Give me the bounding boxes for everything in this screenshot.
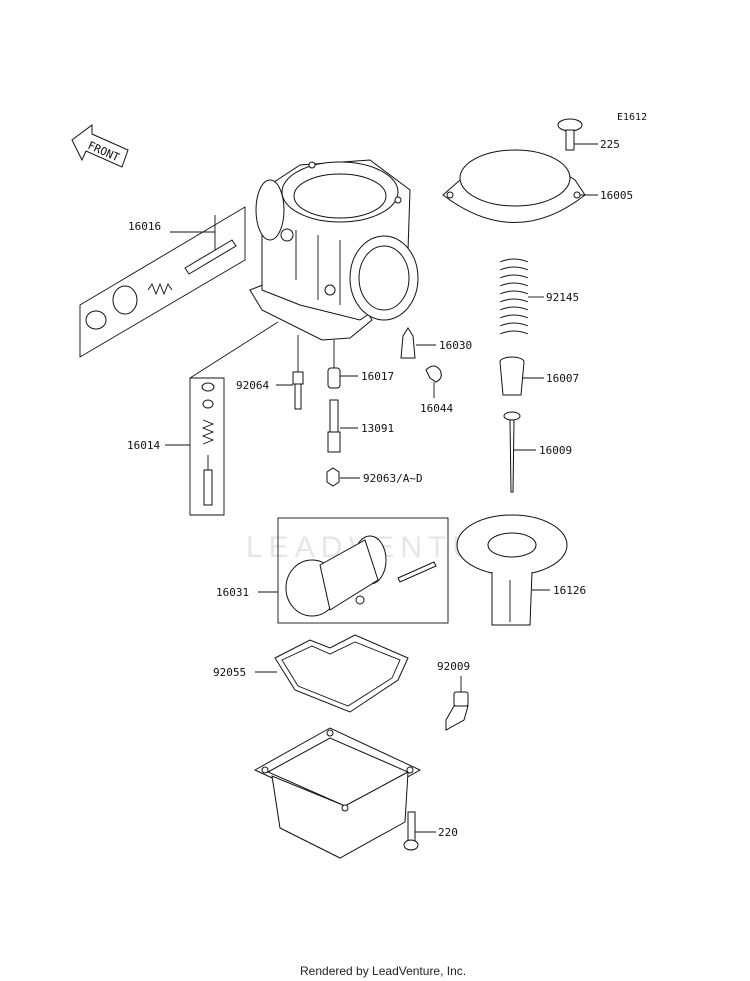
part-label-16031: 16031 xyxy=(216,586,249,599)
float-bowl xyxy=(253,727,422,859)
part-label-16030: 16030 xyxy=(439,339,472,352)
part-label-16044: 16044 xyxy=(420,402,453,415)
part-label-16014: 16014 xyxy=(127,439,160,452)
part-label-220: 220 xyxy=(438,826,458,839)
part-16009 xyxy=(503,411,521,493)
part-label-92009: 92009 xyxy=(437,660,470,673)
front-arrow-icon: FRONT xyxy=(71,124,129,168)
part-label-16016: 16016 xyxy=(128,220,161,233)
part-label-13091: 13091 xyxy=(361,422,394,435)
part-220 xyxy=(403,811,419,851)
part-group-16031 xyxy=(277,517,449,624)
part-225 xyxy=(557,118,583,151)
part-16017 xyxy=(327,340,341,389)
part-label-16126: 16126 xyxy=(553,584,586,597)
part-92145 xyxy=(499,258,529,335)
part-label-16005: 16005 xyxy=(600,189,633,202)
part-label-16017: 16017 xyxy=(361,370,394,383)
part-92055 xyxy=(274,634,409,713)
footer-credit: Rendered by LeadVenture, Inc. xyxy=(300,964,466,978)
part-16005 xyxy=(442,149,586,223)
part-92009 xyxy=(445,691,469,731)
part-label-92063: 92063/A~D xyxy=(363,472,423,485)
part-16126 xyxy=(456,514,568,626)
part-group-16014 xyxy=(189,321,279,516)
part-label-92055: 92055 xyxy=(213,666,246,679)
part-16007 xyxy=(499,356,525,396)
part-13091 xyxy=(327,399,341,453)
part-92063 xyxy=(326,467,340,487)
part-label-92064: 92064 xyxy=(236,379,269,392)
diagram-code: E1612 xyxy=(617,112,647,123)
part-92064 xyxy=(292,335,304,410)
carburetor-body xyxy=(249,159,419,341)
part-label-16007: 16007 xyxy=(546,372,579,385)
part-label-16009: 16009 xyxy=(539,444,572,457)
part-label-225: 225 xyxy=(600,138,620,151)
part-16030 xyxy=(400,327,416,359)
part-group-16016 xyxy=(79,206,246,358)
part-16044 xyxy=(425,365,442,398)
part-label-92145: 92145 xyxy=(546,291,579,304)
